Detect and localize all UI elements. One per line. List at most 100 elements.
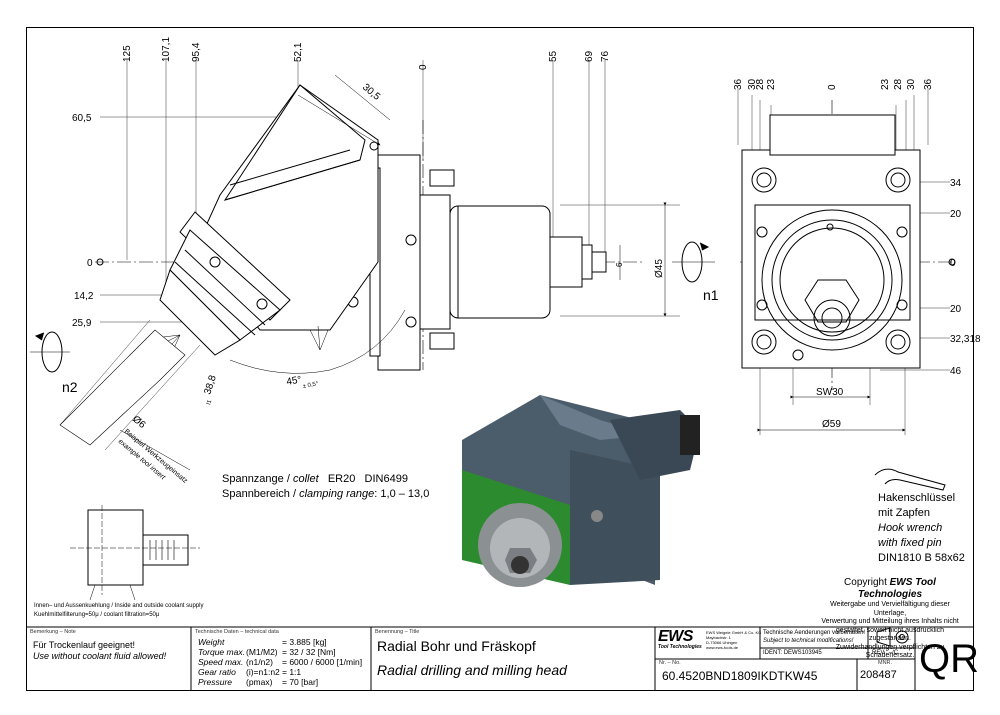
hook-wrench-info: Hakenschlüssel mit Zapfen Hook wrench wi…: [878, 491, 965, 566]
company-line1: EWS Weigele GmbH & Co. KG: [706, 630, 762, 635]
dim-r-46: 46: [950, 366, 962, 377]
tech-row: Weight = 3.885 [kg]: [198, 637, 362, 647]
dim-r-36a: 36: [733, 78, 744, 90]
dim-14-2: 14,2: [74, 291, 94, 302]
ident-label: IDENT:: [763, 650, 783, 656]
tech-row-unit: (pmax): [246, 677, 273, 687]
company-line4: www.ews-tools.de: [706, 645, 739, 650]
dim-52-1: 52,1: [293, 42, 304, 62]
changes-de: Technische Aenderungen vorbehalten!: [763, 630, 866, 636]
ident-value: DEWS103945: [783, 650, 822, 656]
company-line2: Maybachstr. 1: [706, 635, 731, 640]
tech-row-label: Pressure: [198, 677, 233, 687]
dim-r-20b: 20: [950, 304, 962, 315]
tech-row-unit: (i)=n1:n2: [246, 667, 280, 677]
tech-head: Technische Daten – technical data: [195, 629, 279, 635]
dim-125: 125: [122, 45, 133, 62]
tech-row-unit: (M1/M2): [246, 647, 278, 657]
dim-r-20a: 20: [950, 209, 962, 220]
rev-field: REV.: –/C: [872, 650, 898, 656]
dim-r-0-side: 0: [950, 258, 956, 269]
changes-en: Subject to technical modifications!: [763, 638, 854, 644]
dim-r-28b: 28: [893, 78, 904, 90]
dim-sw30: SW30: [816, 387, 844, 398]
dim-l1: l1: [206, 399, 213, 406]
tech-row-value: = 1:1: [282, 667, 302, 677]
company-address: EWS Weigele GmbH & Co. KG Maybachstr. 1 …: [706, 630, 761, 650]
dim-60-5: 60,5: [72, 113, 92, 124]
name-head: Benennung – Title: [375, 629, 420, 635]
dim-25-9: 25,9: [72, 318, 92, 329]
tech-data-table: Weight = 3.885 [kg] Torque max.(M1/M2) = 32…: [198, 637, 362, 687]
copyright-brand: EWS: [889, 577, 913, 588]
tech-row-value: = 3.885 [kg]: [282, 637, 327, 647]
range-value: : 1,0 – 13,0: [374, 488, 430, 500]
dim-0-left: 0: [87, 258, 93, 269]
isometric-render: [462, 395, 700, 587]
dim-angle-tol: ± 0,5°: [302, 381, 319, 390]
dim-r-30b: 30: [906, 78, 917, 90]
tech-row-value: = 70 [bar]: [282, 677, 319, 687]
dim-107-1: 107,1: [161, 37, 172, 62]
mnr-value: 208487: [860, 669, 897, 681]
collet-label-en: collet: [292, 473, 319, 485]
collet-label-de: Spannzange /: [222, 473, 290, 485]
coolant-line2: Kuehlmittelfilterung=50μ / coolant filtr…: [34, 612, 160, 618]
changes-note: Technische Aenderungen vorbehalten! Subj…: [763, 629, 865, 645]
rev-value: –/C: [888, 650, 899, 656]
qr-label: QR: [919, 637, 979, 681]
dim-69: 69: [584, 50, 595, 62]
title-de: Radial Bohr und Fräskopf: [377, 638, 536, 654]
title-block-grid: [26, 626, 974, 691]
hook-wrench-line2: mit Zapfen: [878, 507, 930, 519]
front-view-dimensions: 36 30 28 23 0 23 28 30 36 34 20 0 20 32,…: [733, 78, 981, 430]
remark-en: Use without coolant fluid allowed!: [33, 651, 167, 661]
dim-phi59: Ø59: [822, 419, 841, 430]
rev-label: REV.:: [872, 650, 888, 656]
tech-row-value: = 6000 / 6000 [1/min]: [282, 657, 363, 667]
range-label-en: clamping range: [299, 488, 375, 500]
dim-6: 6: [615, 262, 624, 267]
tech-row-label: Torque max.: [198, 647, 245, 657]
tech-row-value: = 32 / 32 [Nm]: [282, 647, 336, 657]
dim-r-28a: 28: [755, 78, 766, 90]
dim-phi45: Ø45: [654, 259, 665, 278]
dim-0-top: 0: [418, 64, 429, 70]
dim-76: 76: [600, 50, 611, 62]
label-n1: n1: [703, 287, 719, 303]
hook-wrench-line3: Hook wrench: [878, 522, 943, 534]
tech-row: Torque max.(M1/M2) = 32 / 32 [Nm]: [198, 647, 362, 657]
copyright-line3: gestattet, soweit nicht ausdrücklich zug…: [835, 626, 945, 643]
dim-angle: 45°: [286, 374, 303, 387]
dim-r-0: 0: [827, 84, 838, 90]
copyright-prefix: Copyright: [844, 577, 887, 588]
remark-de: Für Trockenlauf geeignet!: [33, 640, 136, 650]
coolant-note: Innen– und Aussenkuehlung / Inside and o…: [34, 602, 203, 620]
dim-r-32-318: 32,318: [950, 334, 981, 345]
range-label-de: Spannbereich /: [222, 488, 296, 500]
dim-38-8: 38,8: [202, 374, 219, 396]
part-number: 60.4520BND1809IKDTKW45: [662, 669, 818, 683]
tech-row-unit: (n1/n2): [246, 657, 273, 667]
copyright-line4: Zuwiderhandlungen verpflichten zu Schade…: [835, 643, 945, 660]
tech-row-label: Speed max.: [198, 657, 244, 667]
hook-wrench-line1: Hakenschlüssel: [878, 492, 956, 504]
copyright-line2: Verwertung und Mitteilung ihres Inhalts …: [821, 618, 959, 625]
company-line3: D-73066 Uhingen: [706, 640, 738, 645]
copyright-notice: Copyright EWS Tool Technologies Weiterga…: [814, 577, 966, 661]
coolant-section-sketch: [70, 505, 200, 601]
collet-value: ER20: [327, 473, 356, 485]
ews-logo: EWS Tool Technologies: [658, 629, 704, 650]
tech-row: Gear ratio(i)=n1:n2= 1:1: [198, 667, 362, 677]
dim-phi6: Ø6: [130, 414, 148, 431]
tech-row-label: Weight: [198, 637, 225, 647]
collet-info: Spannzange / collet ER20 DIN6499 Spannbe…: [222, 472, 429, 502]
dim-r-34: 34: [950, 178, 962, 189]
copyright-suffix: Tool Technologies: [857, 577, 936, 600]
hook-wrench-line5: DIN1810 B 58x62: [878, 552, 965, 564]
front-view: [737, 88, 956, 491]
remark-head: Bemerkung – Note: [30, 629, 76, 635]
dim-r-30a: 30: [747, 78, 758, 90]
title-en: Radial drilling and milling head: [377, 662, 567, 678]
